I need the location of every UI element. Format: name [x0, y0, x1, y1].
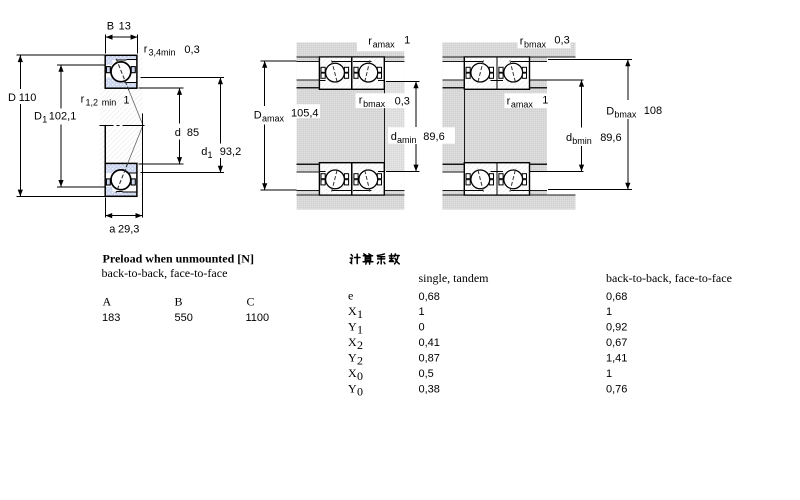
- svg-text:108: 108: [644, 105, 662, 117]
- svg-text:X: X: [348, 335, 357, 349]
- svg-text:e: e: [348, 289, 353, 303]
- svg-text:3,4min: 3,4min: [149, 47, 176, 57]
- svg-text:Preload when unmounted [N]: Preload when unmounted [N]: [103, 252, 254, 266]
- svg-text:1: 1: [606, 368, 612, 380]
- svg-text:d: d: [201, 146, 207, 158]
- svg-text:X: X: [348, 304, 357, 318]
- svg-text:bmin: bmin: [572, 136, 592, 146]
- svg-text:r: r: [520, 35, 524, 47]
- svg-text:Y: Y: [348, 382, 357, 396]
- svg-text:105,4: 105,4: [291, 107, 319, 119]
- svg-text:1: 1: [419, 306, 425, 318]
- svg-text:2: 2: [357, 354, 363, 368]
- svg-text:Y: Y: [348, 351, 357, 365]
- svg-text:1: 1: [542, 95, 548, 107]
- svg-text:D: D: [34, 111, 42, 123]
- svg-text:C: C: [247, 295, 255, 309]
- svg-text:D: D: [254, 110, 262, 122]
- svg-text:r: r: [507, 95, 511, 107]
- svg-text:D: D: [8, 92, 16, 104]
- svg-text:0: 0: [419, 322, 425, 334]
- svg-text:0,87: 0,87: [419, 353, 440, 365]
- svg-text:amax: amax: [373, 40, 396, 50]
- svg-text:1100: 1100: [246, 312, 270, 324]
- svg-text:0,67: 0,67: [606, 337, 627, 349]
- svg-text:r: r: [359, 95, 363, 107]
- svg-text:102,1: 102,1: [49, 111, 77, 123]
- svg-text:2: 2: [357, 338, 363, 352]
- svg-text:d: d: [391, 131, 397, 143]
- svg-text:D: D: [606, 106, 614, 118]
- svg-text:85: 85: [187, 127, 199, 139]
- svg-text:r: r: [368, 36, 372, 48]
- svg-text:13: 13: [119, 21, 131, 33]
- svg-text:1: 1: [208, 150, 213, 160]
- svg-text:X: X: [348, 366, 357, 380]
- svg-text:0,3: 0,3: [395, 96, 410, 108]
- svg-text:amax: amax: [511, 99, 534, 109]
- svg-text:B: B: [175, 295, 183, 309]
- svg-text:0,41: 0,41: [419, 337, 440, 349]
- svg-text:183: 183: [102, 312, 120, 324]
- svg-text:0: 0: [357, 369, 363, 383]
- svg-text:1: 1: [123, 95, 129, 107]
- svg-text:bmax: bmax: [524, 40, 547, 50]
- svg-text:1: 1: [357, 307, 363, 321]
- svg-text:1,41: 1,41: [606, 353, 627, 365]
- svg-text:0,3: 0,3: [184, 44, 199, 56]
- svg-text:0,5: 0,5: [419, 368, 434, 380]
- svg-text:1: 1: [357, 323, 363, 337]
- svg-text:1: 1: [404, 35, 410, 47]
- svg-text:0,68: 0,68: [419, 291, 440, 303]
- svg-text:1,2: 1,2: [86, 98, 99, 108]
- svg-text:B: B: [107, 21, 114, 33]
- svg-text:A: A: [103, 295, 112, 309]
- svg-text:a: a: [109, 224, 116, 236]
- svg-text:93,2: 93,2: [220, 146, 241, 158]
- svg-text:d: d: [566, 132, 572, 144]
- svg-text:0,3: 0,3: [554, 35, 569, 47]
- svg-text:single, tandem: single, tandem: [419, 271, 490, 285]
- svg-text:min: min: [102, 98, 117, 108]
- svg-text:bmax: bmax: [614, 110, 637, 120]
- svg-text:0,38: 0,38: [419, 384, 440, 396]
- svg-text:back-to-back, face-to-face: back-to-back, face-to-face: [606, 271, 732, 285]
- svg-text:1: 1: [606, 306, 612, 318]
- svg-text:r: r: [144, 43, 148, 55]
- svg-text:0,92: 0,92: [606, 322, 627, 334]
- svg-text:0,68: 0,68: [606, 291, 627, 303]
- svg-text:r: r: [81, 93, 85, 105]
- svg-text:110: 110: [19, 92, 37, 104]
- svg-text:amin: amin: [397, 135, 417, 145]
- svg-text:Y: Y: [348, 320, 357, 334]
- svg-text:89,6: 89,6: [423, 131, 444, 143]
- svg-text:bmax: bmax: [363, 99, 386, 109]
- svg-text:d: d: [175, 127, 181, 139]
- svg-text:29,3: 29,3: [118, 224, 139, 236]
- svg-text:89,6: 89,6: [600, 132, 621, 144]
- svg-text:0,76: 0,76: [606, 384, 627, 396]
- svg-text:amax: amax: [262, 114, 285, 124]
- svg-text:550: 550: [175, 312, 193, 324]
- svg-text:0: 0: [357, 385, 363, 399]
- svg-text:back-to-back, face-to-face: back-to-back, face-to-face: [102, 266, 228, 280]
- svg-text:1: 1: [42, 115, 47, 125]
